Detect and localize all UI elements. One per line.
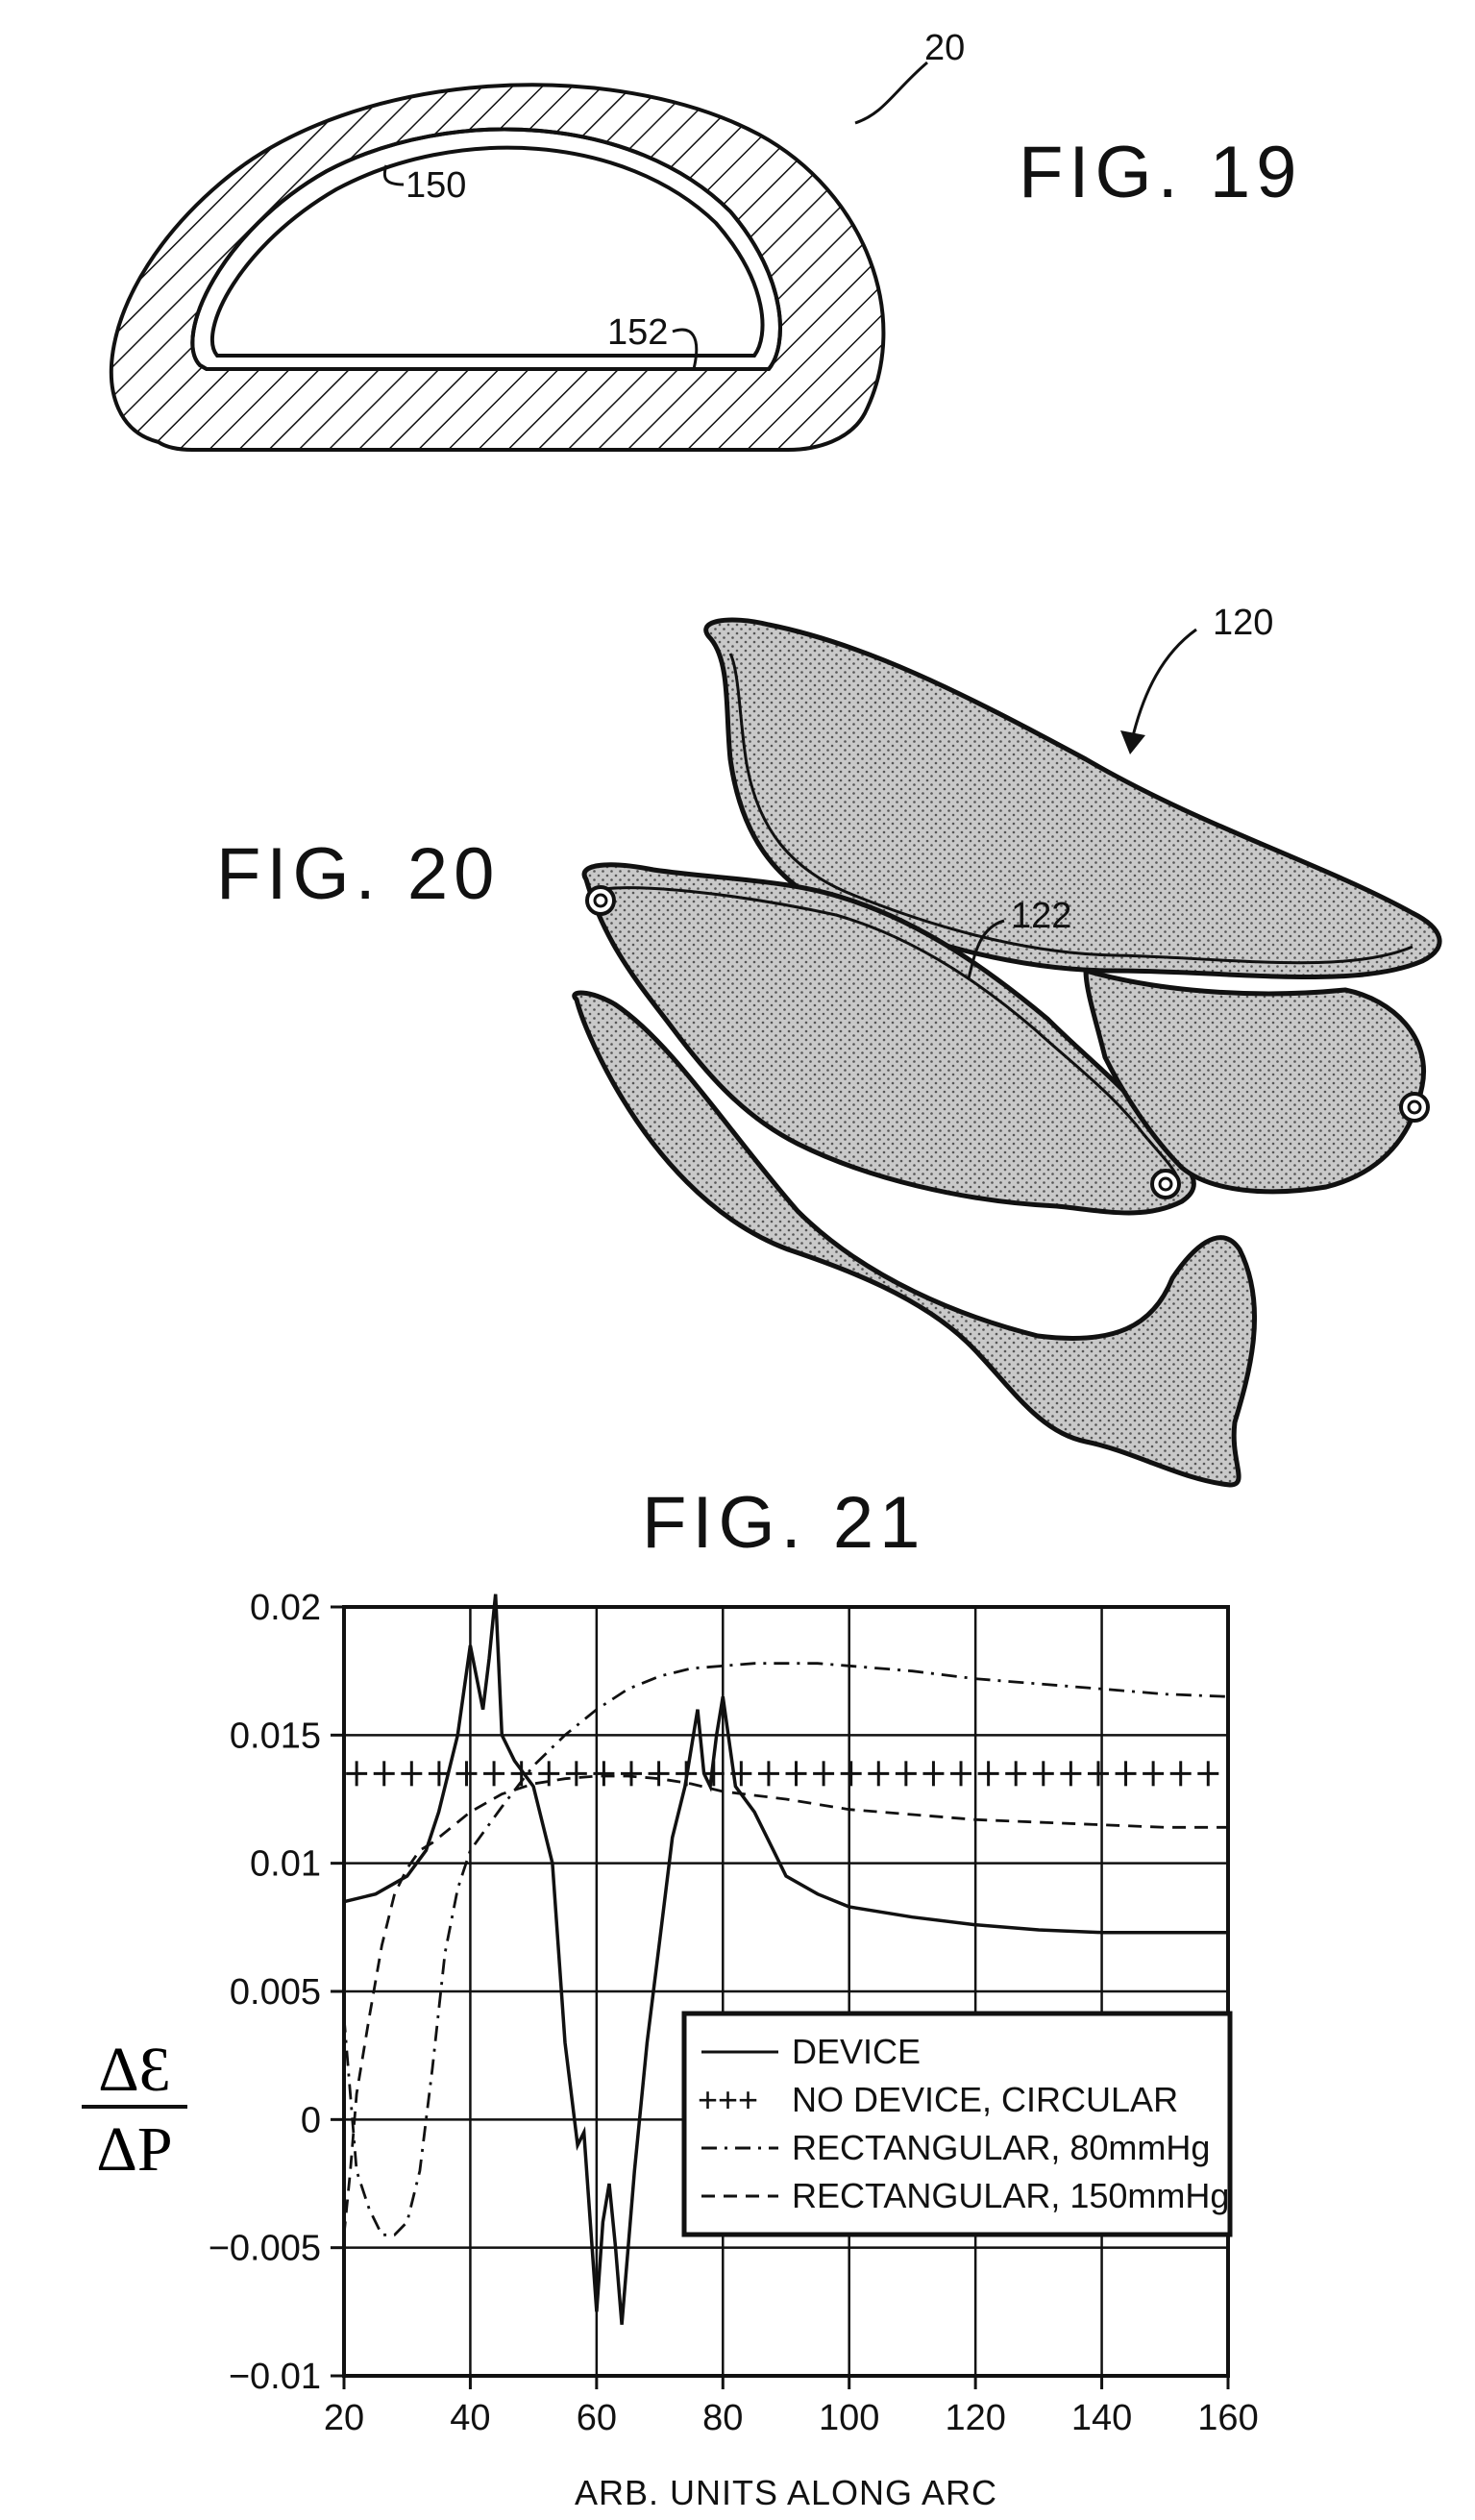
chart-y-label-denominator: ΔP xyxy=(96,2114,172,2185)
chart-y-label-numerator: ΔƐ xyxy=(98,2035,171,2105)
y-tick-label: 0.005 xyxy=(230,1972,321,2013)
fig19-ref-150: 150 xyxy=(406,165,466,206)
x-tick-label: 140 xyxy=(1071,2398,1132,2438)
fig21-title: FIG. 21 xyxy=(642,1482,925,1564)
fig19-ref-20: 20 xyxy=(924,28,965,68)
y-tick-label: 0 xyxy=(301,2100,321,2140)
fig20-leader-120 xyxy=(1132,630,1196,740)
y-tick-label: 0.01 xyxy=(250,1844,321,1885)
y-tick-label: −0.01 xyxy=(229,2357,321,2397)
fig20-grommet-bottom xyxy=(1152,1171,1179,1198)
x-tick-label: 80 xyxy=(702,2398,743,2438)
legend-label-rectangular-150mmhg: RECTANGULAR, 150mmHg xyxy=(792,2176,1229,2215)
chart-grid xyxy=(344,1607,1228,2376)
x-tick-label: 160 xyxy=(1197,2398,1258,2438)
fig20-arrowhead-120 xyxy=(1120,730,1145,754)
x-tick-label: 20 xyxy=(324,2398,364,2438)
chart-x-label: ARB. UNITS ALONG ARC xyxy=(575,2473,997,2512)
legend-label-no-device-circular: NO DEVICE, CIRCULAR xyxy=(792,2080,1178,2119)
x-tick-label: 40 xyxy=(450,2398,490,2438)
chart-y-label: ΔƐ ΔP xyxy=(82,2035,187,2185)
fig19-cross-section: 20 150 152 FIG. 19 xyxy=(111,28,1303,450)
fig19-title: FIG. 19 xyxy=(1019,132,1302,213)
x-tick-label: 100 xyxy=(819,2398,879,2438)
legend-label-rectangular-80mmhg: RECTANGULAR, 80mmHg xyxy=(792,2128,1210,2167)
fig20-title: FIG. 20 xyxy=(216,833,500,915)
fig20-ref-120: 120 xyxy=(1213,603,1273,643)
y-tick-label: −0.005 xyxy=(209,2229,321,2269)
fig20-ref-122: 122 xyxy=(1011,896,1071,936)
legend-marker-no-device-circular: +++ xyxy=(698,2080,758,2119)
chart-y-ticks: 0.02 0.015 0.01 0.005 0 −0.005 −0.01 xyxy=(209,1588,344,2397)
y-tick-label: 0.02 xyxy=(250,1588,321,1628)
fig20-grommet-left xyxy=(587,887,614,914)
fig20-grommet-right xyxy=(1401,1094,1428,1121)
fig20-perspective-view: FIG. 20 120 122 xyxy=(216,603,1439,1485)
fig21-line-chart: 0.02 0.015 0.01 0.005 0 −0.005 −0.01 20 40 60 80 1… xyxy=(82,1588,1259,2512)
x-tick-label: 120 xyxy=(945,2398,1005,2438)
chart-legend: DEVICE +++ NO DEVICE, CIRCULAR RECTANGULAR,… xyxy=(684,2014,1230,2235)
y-tick-label: 0.015 xyxy=(230,1716,321,1756)
fig19-ref-152: 152 xyxy=(607,312,668,353)
fig19-leader-20 xyxy=(855,62,927,123)
legend-label-device: DEVICE xyxy=(792,2032,921,2071)
chart-x-ticks: 20 40 60 80 100 120 140 160 xyxy=(324,2376,1259,2438)
x-tick-label: 60 xyxy=(577,2398,617,2438)
